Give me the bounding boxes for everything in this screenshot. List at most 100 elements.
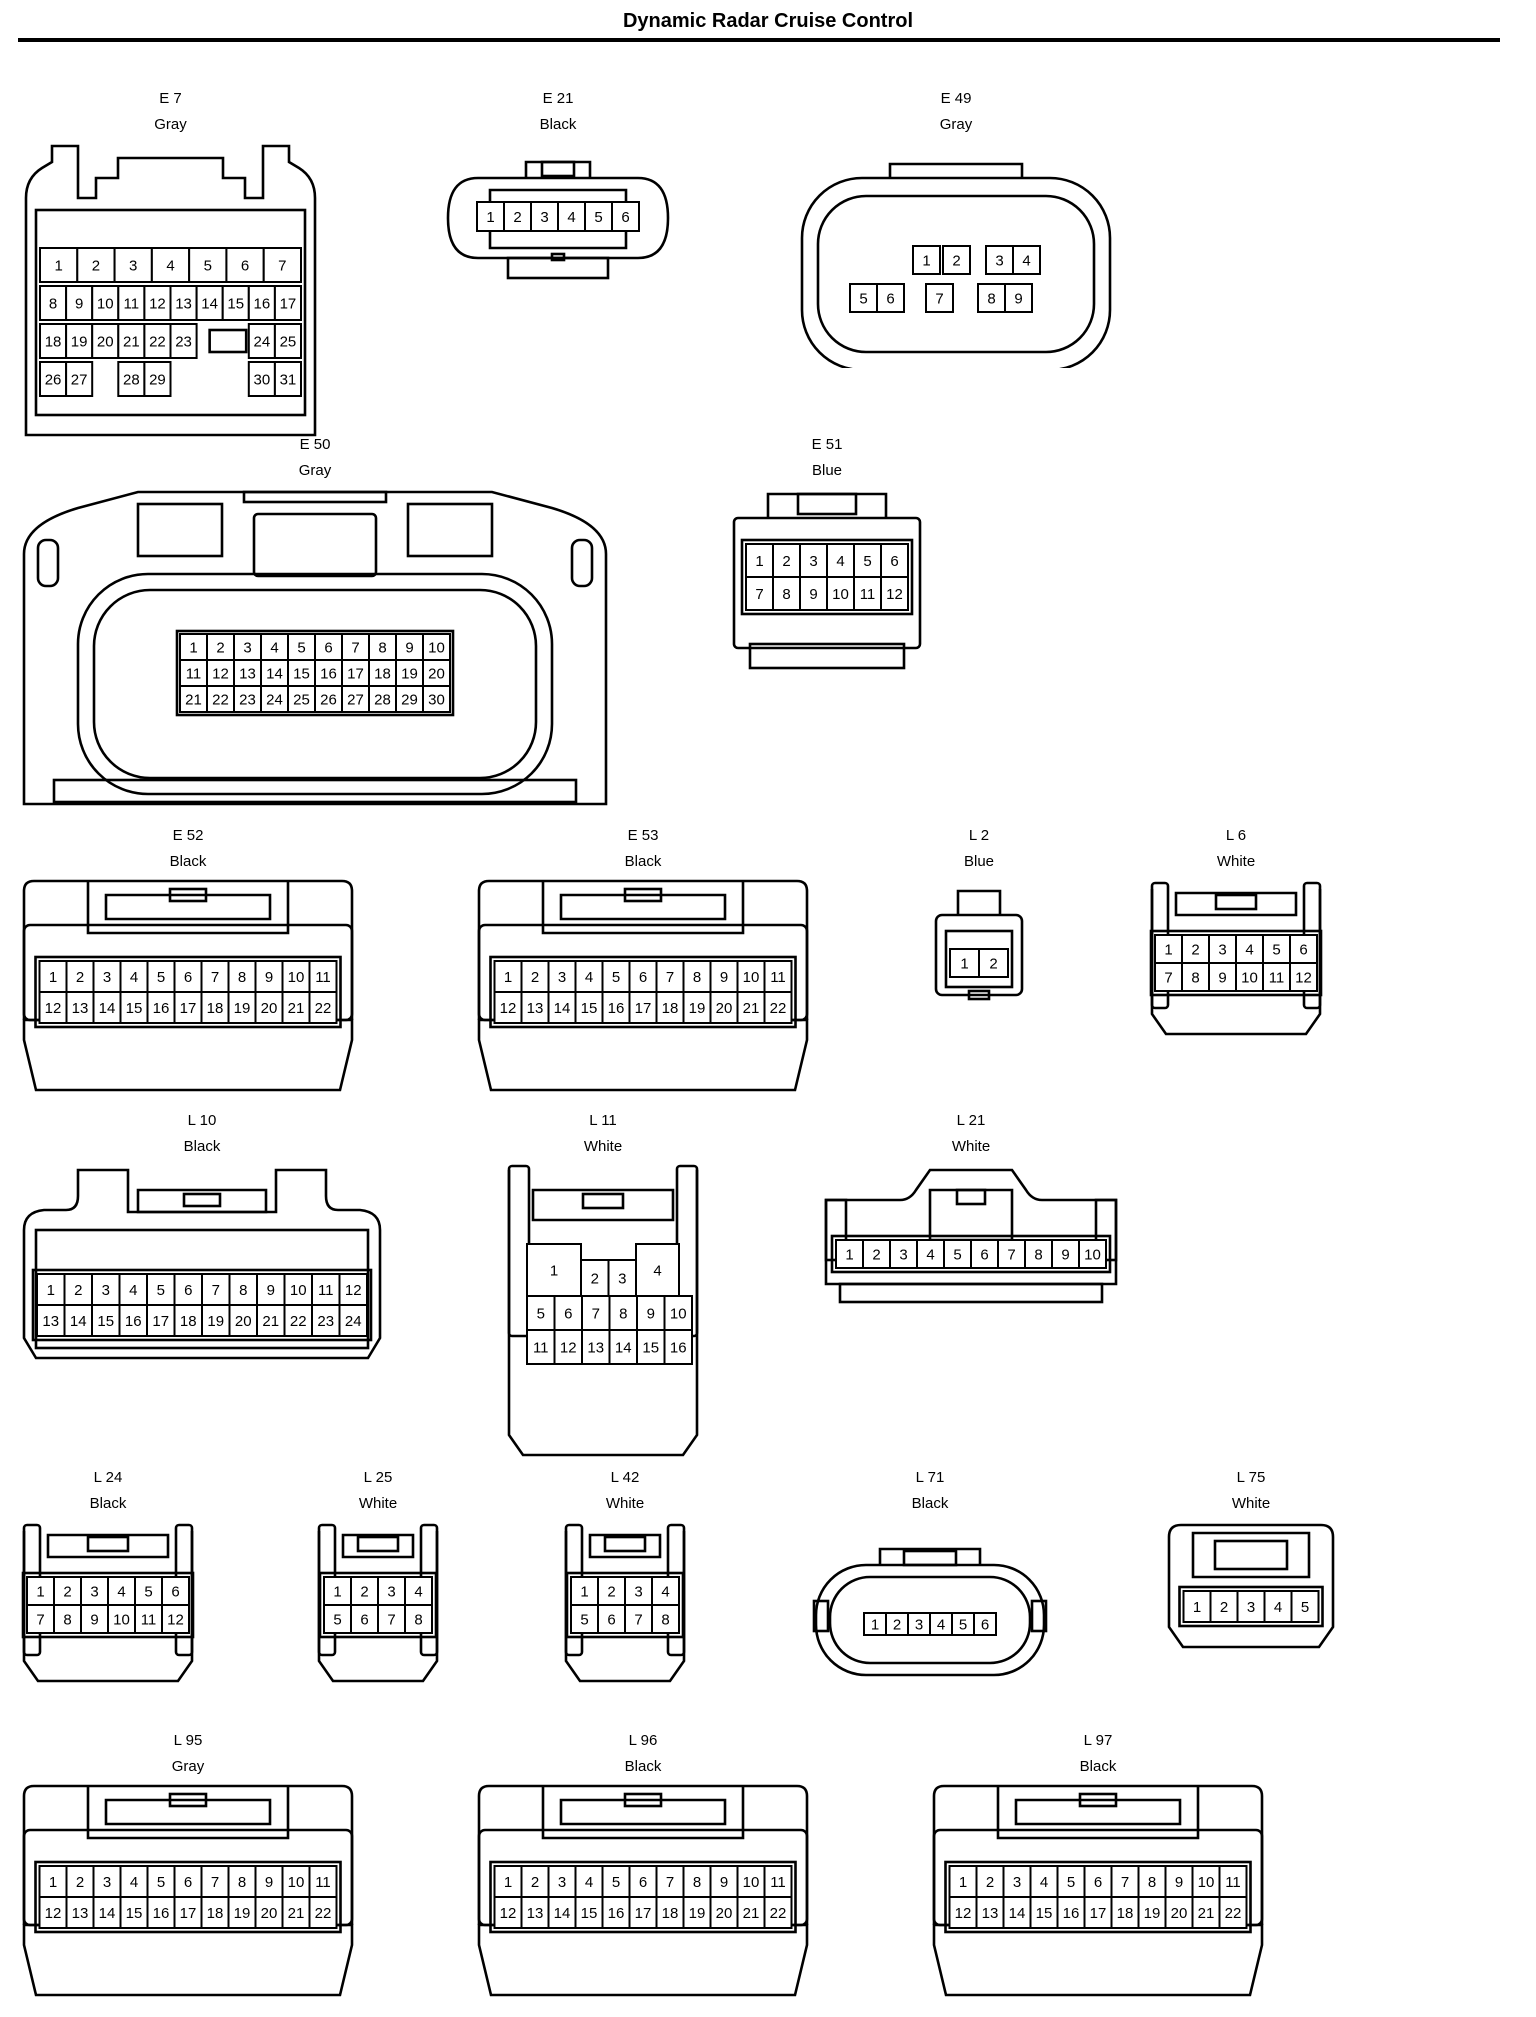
- pin-cavity: [338, 1304, 368, 1337]
- pin-cavity: [119, 991, 149, 1024]
- pin-number: 2: [360, 1584, 368, 1601]
- pin-cavity: [146, 1896, 176, 1929]
- pin-cavity: [1181, 934, 1210, 964]
- pin-number: 12: [149, 296, 166, 313]
- pin-number: 1: [922, 253, 930, 270]
- pin-number: 2: [63, 1584, 71, 1601]
- pin-block: [1178, 1585, 1324, 1628]
- pin-number: 1: [189, 640, 197, 657]
- pin-number: 14: [554, 1000, 571, 1017]
- pin-number: 7: [351, 640, 359, 657]
- pin-cavity: [655, 991, 685, 1024]
- pin-cavity: [1290, 1590, 1320, 1623]
- connector-color: White: [605, 1495, 645, 1512]
- pin-cavity: [173, 1896, 203, 1929]
- pin-number: 1: [54, 258, 62, 275]
- pin-number: 10: [743, 1874, 760, 1891]
- housing-outline: [507, 1170, 699, 1457]
- latch-frame: [559, 1798, 727, 1826]
- connector-color: White: [358, 1495, 398, 1512]
- pin-block: [944, 1860, 1252, 1934]
- pin-number: 10: [1198, 1874, 1215, 1891]
- pin-cavity: [1208, 934, 1237, 964]
- pin-cavity: [206, 685, 235, 713]
- pin-number: 15: [581, 1000, 598, 1017]
- pin-number: 27: [71, 372, 88, 389]
- pin-number: 6: [171, 1584, 179, 1601]
- pin-number: 8: [693, 1874, 701, 1891]
- pin-number: 10: [670, 1306, 687, 1323]
- pin-number: 8: [1034, 1247, 1042, 1264]
- connector-id: L 24: [93, 1469, 123, 1486]
- pin-cavity: [1002, 1896, 1032, 1929]
- pin-number: 3: [1247, 1599, 1255, 1616]
- latch-tab: [242, 490, 388, 504]
- pin-number: 20: [97, 334, 114, 351]
- pin-number: 13: [72, 1000, 89, 1017]
- latch-tab: [540, 160, 576, 178]
- pin-number: 9: [267, 1282, 275, 1299]
- pin-cavity: [273, 285, 302, 321]
- pin-number: 14: [201, 296, 218, 313]
- housing-outline: [76, 572, 554, 796]
- pin-cavity: [368, 633, 397, 661]
- key-slot: [208, 328, 248, 354]
- pin-number: 16: [125, 1313, 142, 1330]
- pin-number: 3: [634, 1584, 642, 1601]
- pin-number: 9: [647, 1306, 655, 1323]
- pin-number: 9: [1061, 1247, 1069, 1264]
- pin-cavity: [404, 1576, 433, 1606]
- pin-number: 2: [591, 1271, 599, 1288]
- side-post: [1030, 1599, 1048, 1633]
- pin-number: 10: [97, 296, 114, 313]
- housing-outline: [22, 490, 608, 806]
- pin-number: 5: [157, 969, 165, 986]
- pin-cavity: [377, 1604, 406, 1634]
- pin-number: 16: [608, 1905, 625, 1922]
- pin-number: 22: [315, 1905, 332, 1922]
- pin-cavity: [65, 1896, 95, 1929]
- connector-color: Blue: [811, 462, 843, 479]
- pin-number: 8: [49, 296, 57, 313]
- pin-number: 14: [615, 1340, 632, 1357]
- pin-number: 22: [212, 692, 229, 709]
- pin-number: 13: [982, 1905, 999, 1922]
- pin-number: 16: [254, 296, 271, 313]
- connector-color: Black: [183, 1138, 221, 1155]
- pin-number: 8: [661, 1612, 669, 1629]
- pin-cavity: [1181, 962, 1210, 992]
- pin-cavity: [368, 685, 397, 713]
- connector-id: L 75: [1236, 1469, 1266, 1486]
- pin-number: 2: [607, 1584, 615, 1601]
- pin-number: 3: [558, 1874, 566, 1891]
- pin-number: 4: [414, 1584, 422, 1601]
- pin-number: 6: [564, 1306, 572, 1323]
- pin-cavity: [601, 1865, 631, 1898]
- pin-number: 4: [270, 640, 278, 657]
- connector-id: E 53: [627, 827, 659, 844]
- pin-number: 3: [103, 969, 111, 986]
- pin-number: 22: [315, 1000, 332, 1017]
- pin-number: 3: [540, 209, 548, 226]
- pin-number: 25: [293, 692, 310, 709]
- pin-number: 4: [117, 1584, 125, 1601]
- title-rule: [18, 38, 1500, 42]
- pin-cavity: [228, 1304, 258, 1337]
- pin-cavity: [404, 1604, 433, 1634]
- pin-cavity: [682, 960, 712, 993]
- connector-id: E 50: [299, 436, 331, 453]
- pin-number: 24: [266, 692, 283, 709]
- latch-frame: [588, 1533, 662, 1559]
- pin-number: 4: [129, 1282, 137, 1299]
- pin-cavity: [395, 685, 424, 713]
- pin-cavity: [745, 543, 774, 578]
- pin-number: 6: [890, 553, 898, 570]
- pin-number: 3: [899, 1247, 907, 1264]
- pin-number: 16: [608, 1000, 625, 1017]
- pin-number: 18: [374, 666, 391, 683]
